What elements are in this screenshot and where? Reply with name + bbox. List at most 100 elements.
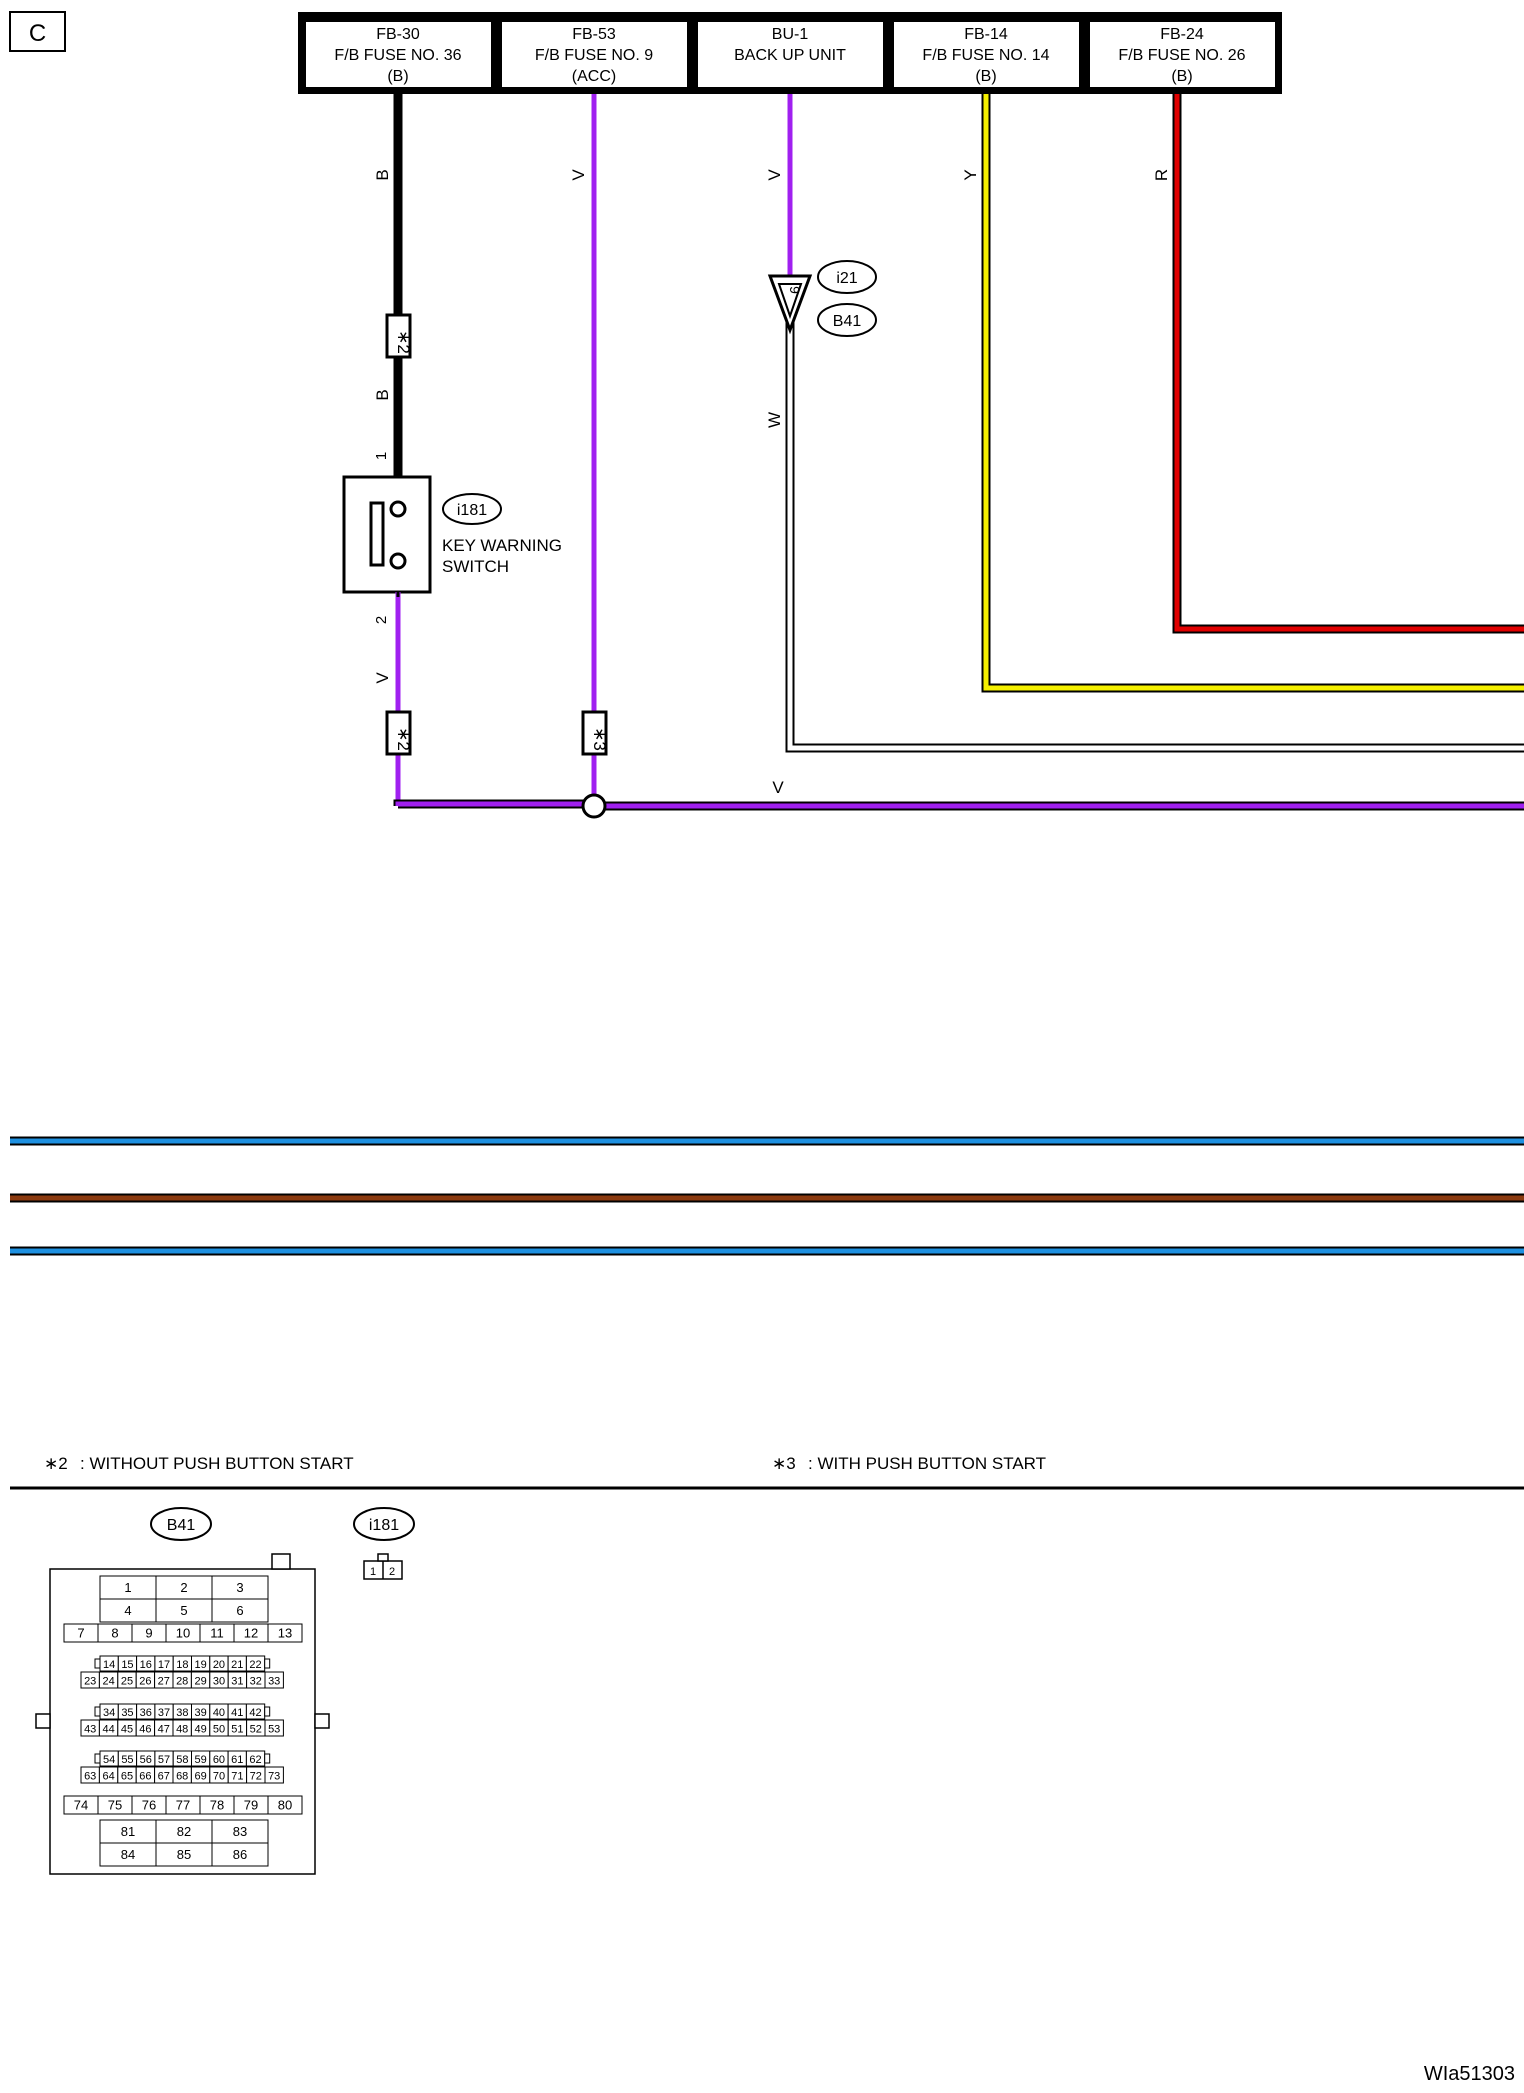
pin: 58	[176, 1754, 188, 1766]
pin: 65	[121, 1771, 133, 1783]
svg-text:∗2: ∗2	[394, 330, 413, 354]
legend-text: : WITHOUT PUSH BUTTON START	[80, 1454, 354, 1473]
fuse-name: F/B FUSE NO. 36	[334, 47, 461, 64]
legend-text: : WITH PUSH BUTTON START	[808, 1454, 1046, 1473]
svg-text:C: C	[29, 20, 46, 47]
fuse-box-fb30: FB-30 F/B FUSE NO. 36 (B)	[306, 22, 491, 87]
pin: 18	[176, 1659, 188, 1671]
pin: 45	[121, 1724, 133, 1736]
pin: 30	[213, 1676, 225, 1688]
pin: 28	[176, 1676, 188, 1688]
pin: 55	[121, 1754, 133, 1766]
pin: 67	[158, 1771, 170, 1783]
fuse-name: BACK UP UNIT	[734, 47, 846, 64]
pin: 70	[213, 1771, 225, 1783]
pin: 47	[158, 1724, 170, 1736]
pin: 2	[180, 1580, 187, 1595]
pin: 23	[84, 1676, 96, 1688]
wire-bus-v	[393, 793, 1524, 819]
pin-tab	[264, 1706, 271, 1717]
wire-label-v: V	[765, 169, 784, 181]
fuse-box-fb53: FB-53 F/B FUSE NO. 9 (ACC)	[502, 22, 687, 87]
fuse-box-fb24: FB-24 F/B FUSE NO. 26 (B)	[1090, 22, 1275, 87]
fuse-id: BU-1	[772, 26, 809, 43]
page-label: C	[9, 11, 66, 52]
pin: 86	[233, 1847, 247, 1862]
marker-star3: ∗3	[581, 710, 609, 756]
wire-label-v: V	[772, 778, 784, 797]
pin: 52	[250, 1724, 262, 1736]
pin: 63	[84, 1771, 96, 1783]
marker-star2: ∗2	[385, 313, 413, 359]
pin: 16	[140, 1659, 152, 1671]
pin-cell	[211, 1842, 269, 1867]
svg-text:B41: B41	[833, 313, 862, 330]
marker-star2: ∗2	[385, 710, 413, 756]
pin: 17	[158, 1659, 170, 1671]
fuse-id: FB-53	[572, 26, 616, 43]
wire-label-b: B	[373, 169, 392, 180]
pin: 83	[233, 1824, 247, 1839]
pin: 27	[158, 1676, 170, 1688]
pin: 12	[244, 1626, 258, 1641]
pin: 4	[124, 1603, 131, 1618]
connector-ref-i21: i21	[817, 260, 877, 294]
pin: 78	[210, 1798, 224, 1813]
fuse-id: FB-30	[376, 26, 420, 43]
pin: 48	[176, 1724, 188, 1736]
pin: 2	[389, 1566, 395, 1578]
pin: 11	[210, 1626, 224, 1641]
pin: 69	[194, 1771, 206, 1783]
fuse-note: (ACC)	[572, 68, 616, 85]
pin: 19	[195, 1659, 207, 1671]
switch-pin-1: 1	[373, 452, 390, 460]
pin: 56	[140, 1754, 152, 1766]
switch-name: SWITCH	[442, 557, 509, 576]
pin: 53	[268, 1724, 280, 1736]
pin: 82	[177, 1824, 191, 1839]
pin: 13	[278, 1626, 292, 1641]
key-warning-switch	[342, 475, 432, 594]
pin: 85	[177, 1847, 191, 1862]
pin-cell	[211, 1598, 269, 1623]
wire-label-w: W	[765, 412, 784, 428]
pin: 6	[236, 1603, 243, 1618]
switch-name: KEY WARNING	[442, 536, 562, 555]
pin: 39	[195, 1707, 207, 1719]
pin: 36	[140, 1707, 152, 1719]
pin: 8	[111, 1626, 118, 1641]
pin: 66	[139, 1771, 151, 1783]
pin: 84	[121, 1847, 135, 1862]
pin: 79	[244, 1798, 258, 1813]
fuse-name: F/B FUSE NO. 26	[1118, 47, 1245, 64]
wire-label-b: B	[373, 389, 392, 400]
connector-arrow: 9	[767, 274, 813, 335]
pin: 46	[139, 1724, 151, 1736]
pin: 68	[176, 1771, 188, 1783]
connector-ref-b41-label: B41	[150, 1507, 212, 1541]
fuse-note: (B)	[975, 68, 996, 85]
pin: 72	[250, 1771, 262, 1783]
pin-cell	[267, 1795, 303, 1815]
pin-cell	[264, 1766, 284, 1784]
wire-label-y: Y	[961, 169, 980, 180]
pin: 29	[194, 1676, 206, 1688]
pin: 3	[236, 1580, 243, 1595]
svg-text:∗3: ∗3	[590, 727, 609, 751]
pin: 7	[77, 1626, 84, 1641]
pin: 57	[158, 1754, 170, 1766]
fuse-box-bu1: BU-1 BACK UP UNIT	[698, 22, 883, 87]
fuse-name: F/B FUSE NO. 14	[922, 47, 1049, 64]
fuse-note: (B)	[1171, 68, 1192, 85]
connector-ref-i181-label: i181	[353, 1507, 415, 1541]
fuse-box-header: FB-30 F/B FUSE NO. 36 (B) FB-53 F/B FUSE…	[298, 12, 1282, 94]
pin-cell	[267, 1623, 303, 1643]
svg-text:∗2: ∗2	[394, 727, 413, 751]
legend-mark: ∗3	[772, 1454, 796, 1473]
svg-text:B41: B41	[167, 1517, 196, 1534]
pin: 14	[103, 1659, 115, 1671]
wire-fb24	[1172, 94, 1524, 634]
fuse-box-fb14: FB-14 F/B FUSE NO. 14 (B)	[894, 22, 1079, 87]
